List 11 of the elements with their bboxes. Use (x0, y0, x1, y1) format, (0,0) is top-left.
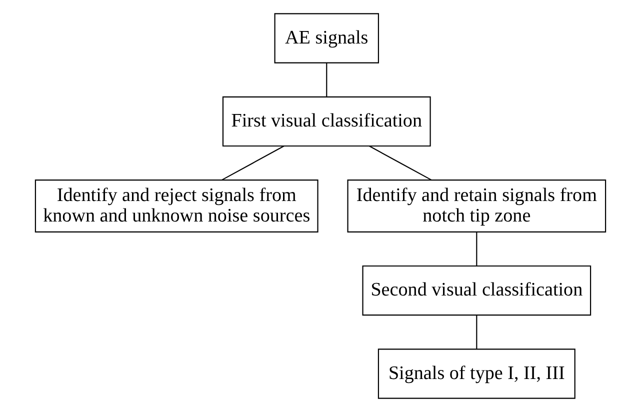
connector (476, 232, 478, 266)
connector (476, 315, 478, 349)
node-box: Second visual classification (362, 265, 592, 316)
node-box: First visual classification (222, 96, 431, 147)
connector (326, 62, 328, 97)
connector (222, 146, 284, 180)
connector (368, 146, 432, 180)
node-box: Signals of type I, II, III (378, 348, 576, 399)
node-box: AE signals (274, 13, 379, 64)
node-box: Identify and retain signals from notch tip zone (347, 180, 606, 232)
node-box: Identify and reject signals from known and unknown noise sources (34, 180, 318, 232)
